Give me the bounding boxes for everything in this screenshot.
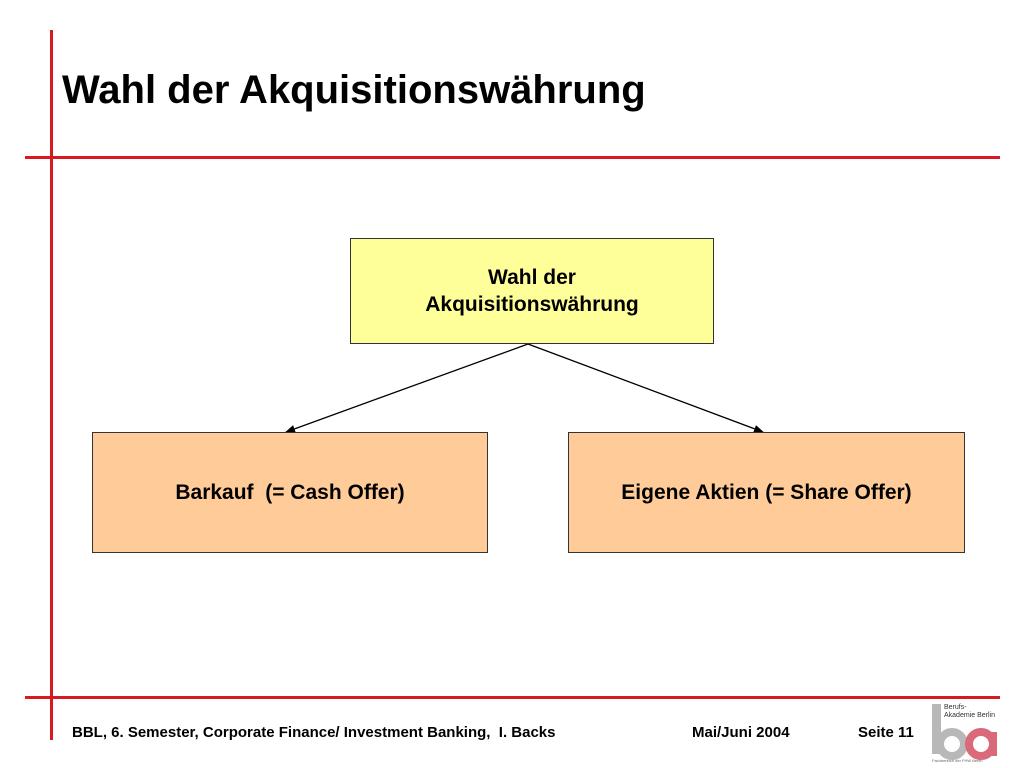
ba-logo-icon: [932, 704, 997, 760]
node-cash-offer: Barkauf (= Cash Offer): [92, 432, 488, 553]
slide-title: Wahl der Akquisitionswährung: [62, 68, 646, 112]
logo-subtitle: Fachbereich der FHW Berlin: [932, 758, 983, 763]
node-cash-offer-label: Barkauf (= Cash Offer): [175, 480, 405, 504]
title-underline-rule: [25, 156, 1000, 159]
arrow-to-share-offer: [527, 343, 764, 433]
node-share-offer: Eigene Aktien (= Share Offer): [568, 432, 965, 553]
root-node-acquisition-currency: Wahl der Akquisitionswährung: [350, 238, 714, 344]
footer-course-info: BBL, 6. Semester, Corporate Finance/ Inv…: [72, 724, 556, 741]
root-node-line2: Akquisitionswährung: [425, 293, 639, 316]
footer-date: Mai/Juni 2004: [692, 724, 790, 741]
logo-wordmark: Berufs- Akademie Berlin: [944, 704, 995, 719]
root-node-line1: Wahl der: [488, 265, 576, 289]
arrow-to-cash-offer: [285, 343, 529, 433]
left-vertical-rule: [50, 30, 53, 740]
footer-page-number: Seite 11: [858, 724, 914, 741]
node-share-offer-label: Eigene Aktien (= Share Offer): [621, 480, 912, 504]
footer-rule: [25, 696, 1000, 699]
